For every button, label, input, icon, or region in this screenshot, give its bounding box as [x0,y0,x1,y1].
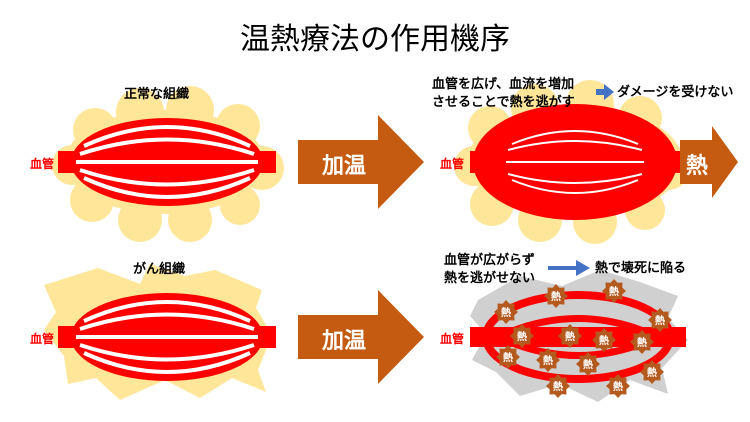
diagram-title: 温熱療法の作用機序 [240,22,510,57]
heat-spot-label: 熱 [655,314,665,327]
heating-label-bottom: 加温 [322,329,367,354]
heat-spot: 熱 [494,300,518,324]
heat-spot: 熱 [536,348,560,372]
heat-spot: 熱 [602,279,626,303]
vessel-label-normal-heated: 血管 [440,157,465,171]
heating-arrow-bottom [298,290,424,384]
normal-blood-vessel [58,118,276,206]
dilated-blood-vessel [470,104,685,220]
heat-spots: 熱熱熱熱熱熱熱熱熱熱熱熱熱熱 [494,279,672,398]
heat-spot: 熱 [544,284,568,308]
heat-spot-label: 熱 [553,380,563,393]
heat-spot-label: 熱 [543,354,553,367]
heat-spot: 熱 [510,324,534,348]
heat-spot-label: 熱 [517,330,527,343]
heat-spot: 熱 [630,330,654,354]
heat-spot-label: 熱 [565,330,575,343]
normal-heated-note-line2: させることで熱を逃がす [432,95,575,110]
heating-label-top: 加温 [322,154,367,179]
heat-spot: 熱 [648,308,672,332]
vessel-label-cancer-heated: 血管 [440,332,465,346]
heat-spot-label: 熱 [637,336,647,349]
heat-spot-label: 熱 [583,358,593,371]
result-pointer-arrow-top [596,84,614,100]
cancer-heated-result: 熱で壊死に陥る [595,261,687,276]
heat-release-arrow [680,126,738,198]
heating-arrow-top [298,115,424,209]
heat-spot-label: 熱 [613,380,623,393]
normal-heated-note-line1: 血管を広げ、血流を増加 [432,77,575,92]
heat-spot: 熱 [496,345,520,369]
cancer-tissue-label: がん組織 [133,262,186,277]
cancer-blood-vessel [58,293,276,381]
normal-heated-result: ダメージを受けない [617,85,734,100]
heat-release-label: 熱 [686,154,709,179]
heat-spot-label: 熱 [647,366,657,379]
heat-spot-label: 熱 [609,285,619,298]
heat-spot: 熱 [558,324,582,348]
result-pointer-arrow-bottom [548,260,590,276]
cancer-heated-note-line1: 血管が広がらず [444,253,535,268]
heat-spot: 熱 [546,374,570,398]
normal-tissue-label: 正常な組織 [124,87,190,102]
heat-spot: 熱 [640,360,664,384]
vessel-label-cancer: 血管 [30,332,55,346]
heat-spot-label: 熱 [503,351,513,364]
heat-spot-label: 熱 [551,290,561,303]
heat-spot: 熱 [576,352,600,376]
heat-spot-label: 熱 [501,306,511,319]
heat-spot: 熱 [592,328,616,352]
cancer-heated-note-line2: 熱を逃がせない [444,271,536,286]
heat-spot: 熱 [606,374,630,398]
vessel-label-normal: 血管 [30,157,55,171]
heat-spot-label: 熱 [599,334,609,347]
